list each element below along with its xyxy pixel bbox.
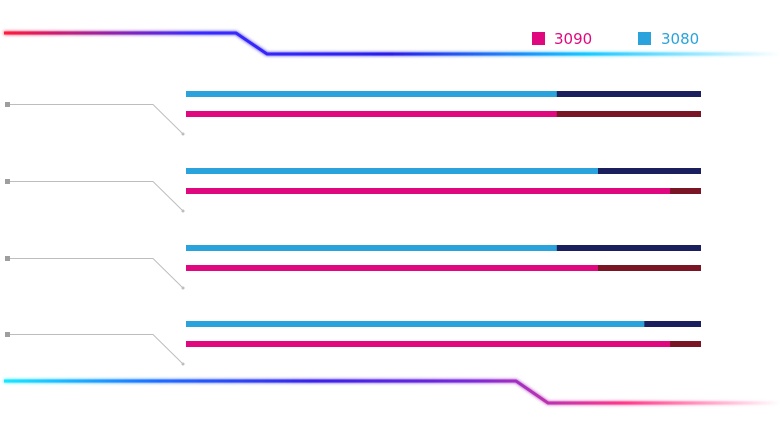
row-connector-dot bbox=[181, 132, 185, 136]
row-connector-dot bbox=[181, 362, 185, 366]
bar-3090-row-3 bbox=[186, 265, 598, 271]
bottom-decor-line bbox=[4, 379, 780, 405]
row-1 bbox=[5, 91, 701, 136]
legend-swatch-3080 bbox=[638, 32, 651, 45]
row-connector-line bbox=[10, 258, 184, 289]
row-marker bbox=[5, 102, 10, 107]
legend-swatch-3090 bbox=[532, 32, 545, 45]
row-connector-line bbox=[10, 181, 184, 212]
row-connector-dot bbox=[181, 286, 185, 290]
row-marker bbox=[5, 332, 10, 337]
bar-3080-row-3 bbox=[186, 245, 557, 251]
bar-3080-row-1 bbox=[186, 91, 557, 97]
row-marker bbox=[5, 256, 10, 261]
top-decor-line bbox=[4, 31, 780, 56]
legend: 3090 3080 bbox=[532, 30, 699, 48]
legend-label-3090: 3090 bbox=[554, 30, 592, 48]
row-connector-line bbox=[10, 104, 184, 135]
bar-3080-row-4 bbox=[186, 321, 645, 327]
legend-label-3080: 3080 bbox=[661, 30, 699, 48]
row-2 bbox=[5, 168, 701, 213]
bar-3080-row-2 bbox=[186, 168, 598, 174]
row-4 bbox=[5, 321, 701, 366]
row-marker bbox=[5, 179, 10, 184]
bar-rows bbox=[5, 91, 701, 366]
legend-item-3090: 3090 bbox=[532, 30, 592, 48]
row-connector-dot bbox=[181, 209, 185, 213]
bar-3090-row-4 bbox=[186, 341, 671, 347]
row-connector-line bbox=[10, 334, 184, 365]
legend-item-3080: 3080 bbox=[638, 30, 699, 48]
bar-3090-row-1 bbox=[186, 111, 557, 117]
bar-3090-row-2 bbox=[186, 188, 671, 194]
row-3 bbox=[5, 245, 701, 290]
